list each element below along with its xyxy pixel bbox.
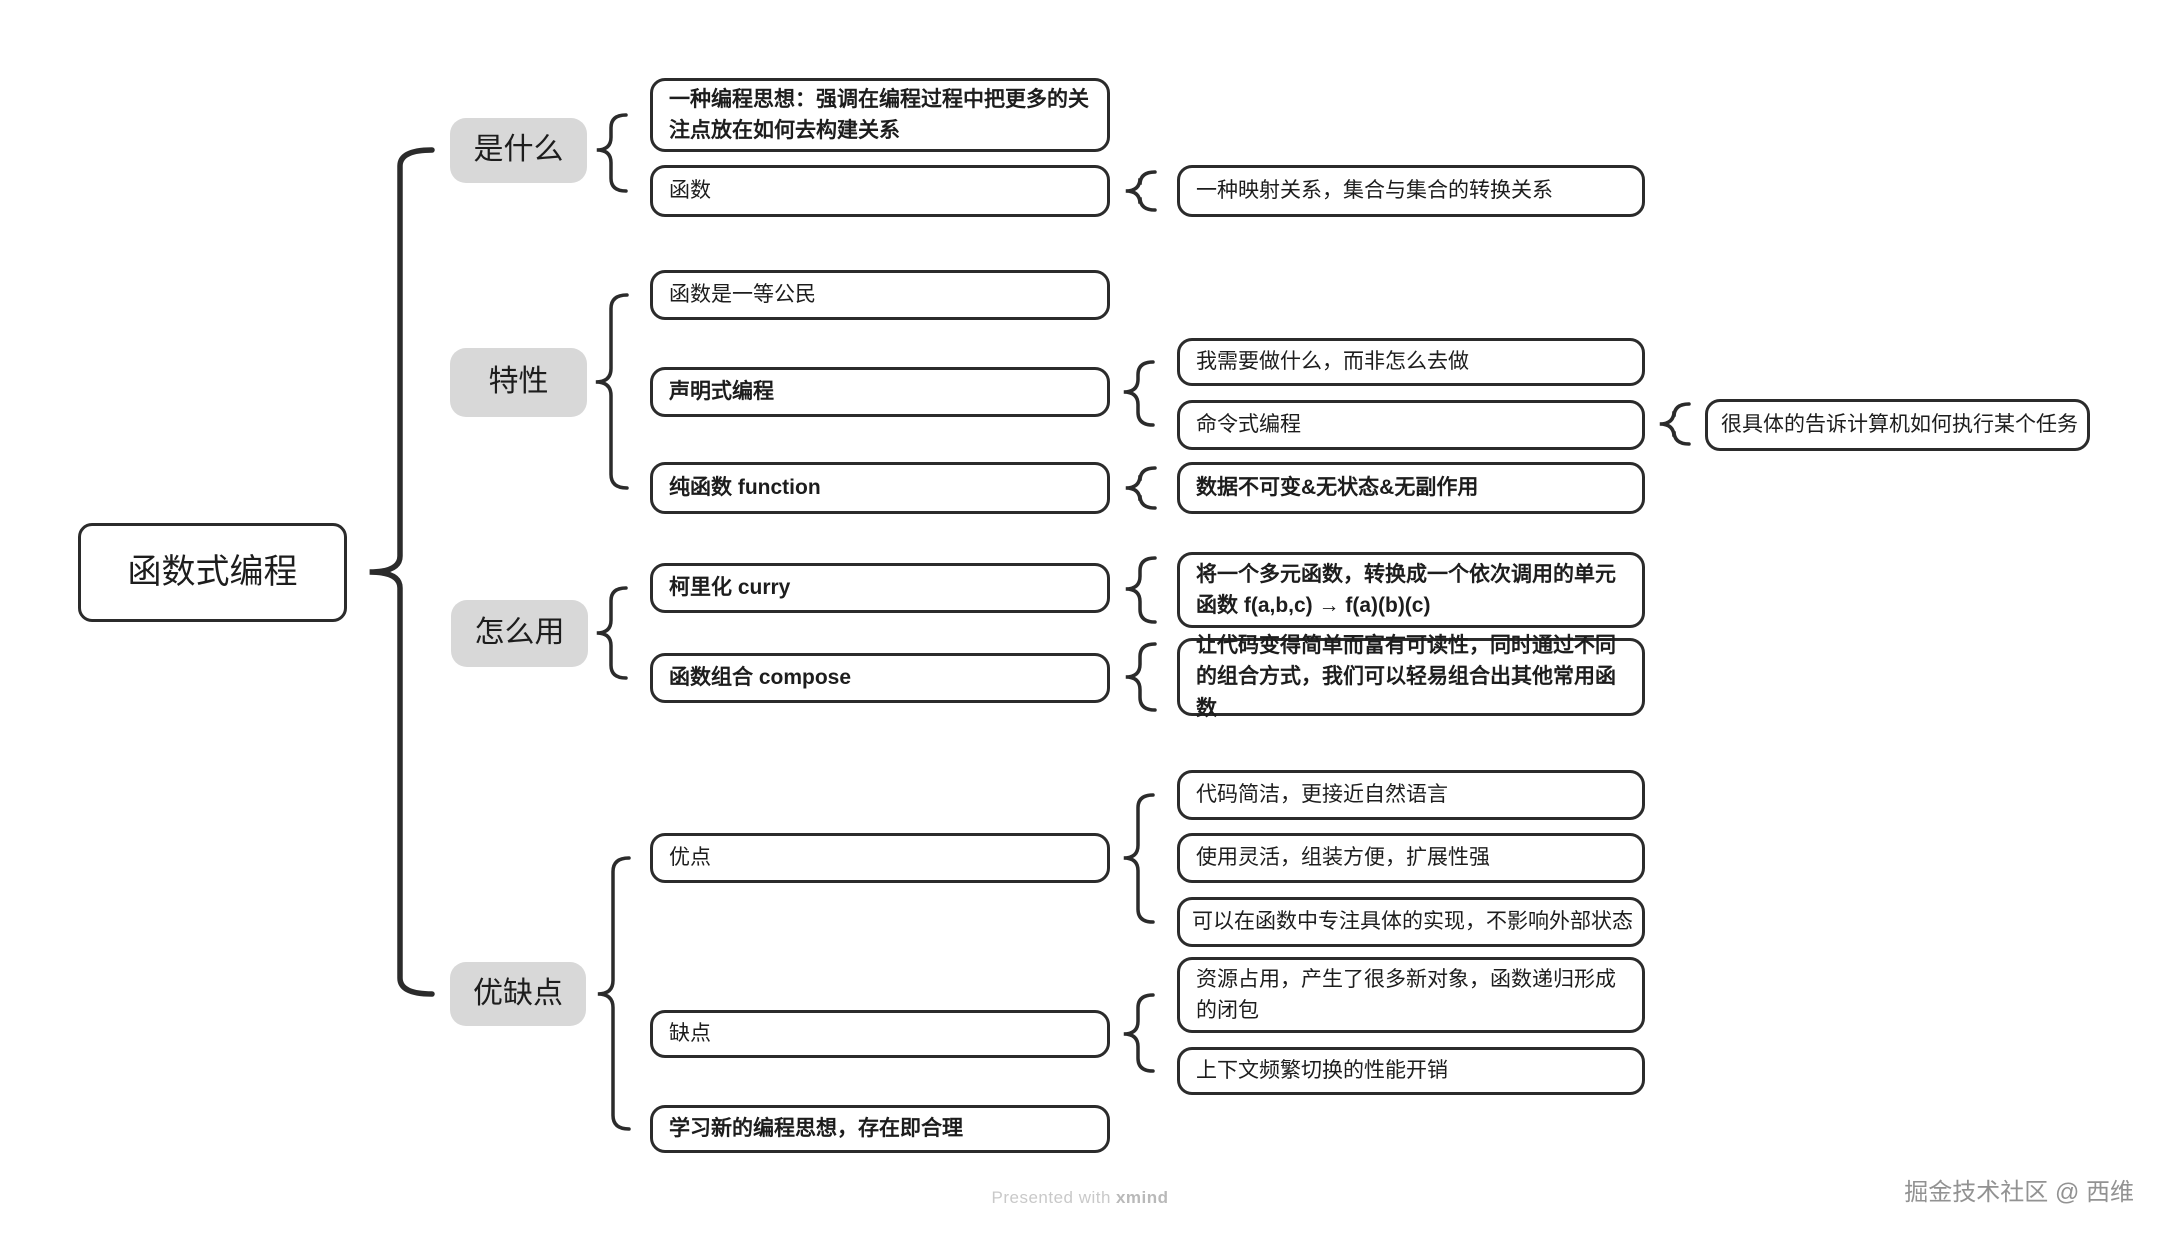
brace-connector xyxy=(1123,360,1155,427)
community-credit: 掘金技术社区 @ 西维 xyxy=(1904,1179,2134,1206)
topic-node[interactable]: 使用灵活，组装方便，扩展性强 xyxy=(1177,833,1645,883)
topic-node[interactable]: 函数组合 compose xyxy=(650,653,1110,703)
brace-connector xyxy=(369,147,435,997)
brace-connector xyxy=(595,293,629,490)
branch-how-to-use[interactable]: 怎么用 xyxy=(451,600,588,667)
brace-connector xyxy=(1125,466,1157,510)
topic-node[interactable]: 代码简洁，更接近自然语言 xyxy=(1177,770,1645,820)
topic-node[interactable]: 一种映射关系，集合与集合的转换关系 xyxy=(1177,165,1645,217)
topic-node[interactable]: 资源占用，产生了很多新对象，函数递归形成的闭包 xyxy=(1177,957,1645,1033)
topic-node[interactable]: 声明式编程 xyxy=(650,367,1110,417)
topic-node[interactable]: 我需要做什么，而非怎么去做 xyxy=(1177,338,1645,386)
topic-node[interactable]: 缺点 xyxy=(650,1010,1110,1058)
branch-features[interactable]: 特性 xyxy=(450,348,587,417)
topic-node[interactable]: 函数是一等公民 xyxy=(650,270,1110,320)
brace-connector xyxy=(596,113,628,193)
topic-node[interactable]: 可以在函数中专注具体的实现，不影响外部状态 xyxy=(1177,897,1645,947)
root-topic[interactable]: 函数式编程 xyxy=(78,523,347,622)
topic-node[interactable]: 上下文频繁切换的性能开销 xyxy=(1177,1047,1645,1095)
brace-connector xyxy=(1659,402,1691,446)
topic-node[interactable]: 纯函数 function xyxy=(650,462,1110,514)
brace-connector xyxy=(1125,556,1157,624)
brace-connector xyxy=(1123,993,1155,1073)
topic-node[interactable]: 命令式编程 xyxy=(1177,400,1645,450)
xmind-brand-text: xmind xyxy=(1115,1188,1169,1207)
topic-node[interactable]: 一种编程思想：强调在编程过程中把更多的关注点放在如何去构建关系 xyxy=(650,78,1110,152)
brace-connector xyxy=(597,856,631,1131)
topic-node[interactable]: 数据不可变&无状态&无副作用 xyxy=(1177,462,1645,514)
brace-connector xyxy=(1125,642,1157,712)
topic-node[interactable]: 将一个多元函数，转换成一个依次调用的单元函数 f(a,b,c) → f(a)(b… xyxy=(1177,552,1645,628)
topic-node[interactable]: 让代码变得简单而富有可读性，同时通过不同的组合方式，我们可以轻易组合出其他常用函… xyxy=(1177,634,1645,720)
watermark-presented-text: Presented with xyxy=(991,1188,1111,1207)
branch-pros-cons[interactable]: 优缺点 xyxy=(450,962,586,1026)
topic-node[interactable]: 柯里化 curry xyxy=(650,563,1110,613)
topic-node[interactable]: 学习新的编程思想，存在即合理 xyxy=(650,1105,1110,1153)
topic-node[interactable]: 优点 xyxy=(650,833,1110,883)
branch-what-is[interactable]: 是什么 xyxy=(450,118,587,183)
topic-node[interactable]: 很具体的告诉计算机如何执行某个任务 xyxy=(1705,399,2090,451)
brace-connector xyxy=(596,586,628,680)
brace-connector xyxy=(1123,793,1155,924)
brace-connector xyxy=(1125,170,1157,212)
topic-node[interactable]: 函数 xyxy=(650,165,1110,217)
